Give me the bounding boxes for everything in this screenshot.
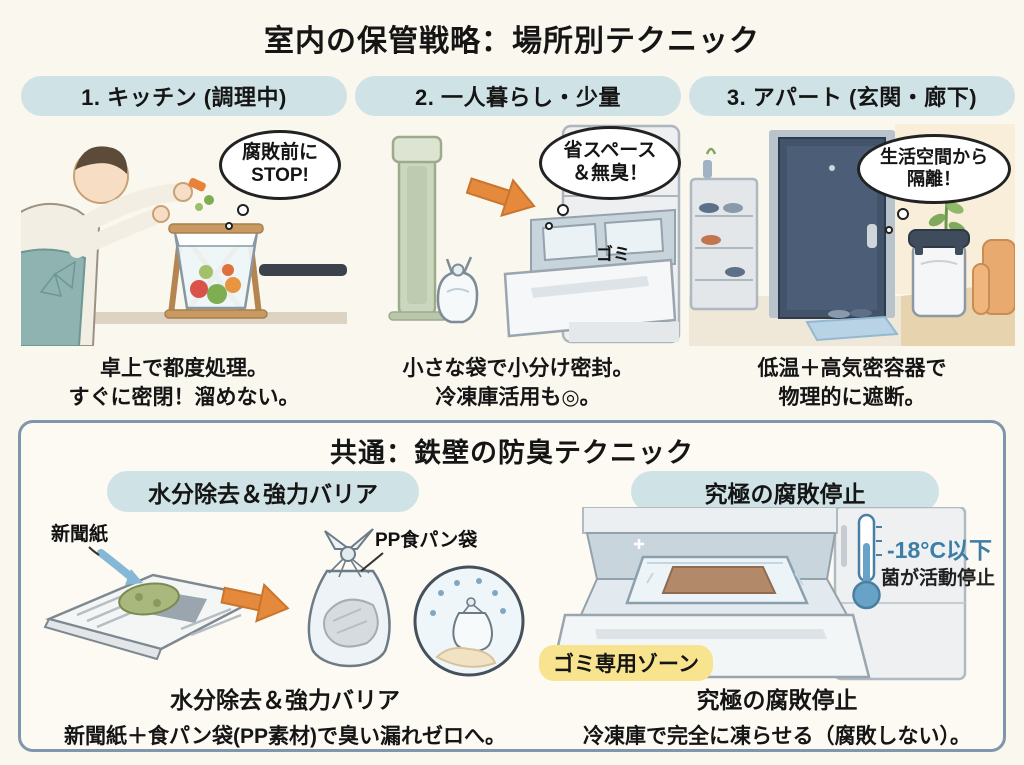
bubble-line: 省スペース <box>563 140 657 162</box>
caption-line: 新聞紙＋食パン袋(PP素材)で臭い漏れゼロへ。 <box>63 725 507 748</box>
caption-line: 卓上で都度処理。 <box>100 357 268 380</box>
thought-dot <box>885 226 893 234</box>
panel-single-living-header: 2. 一人暮らし・少量 <box>355 76 681 116</box>
panel-kitchen-header: 1. キッチン (調理中) <box>21 76 347 116</box>
drawer-gomi-label: ゴミ <box>596 245 630 264</box>
moisture-barrier-caption: 水分除去＆強力バリア 新聞紙＋食パン袋(PP素材)で臭い漏れゼロへ。 <box>25 681 545 750</box>
panel-kitchen: 1. キッチン (調理中) <box>21 76 347 420</box>
bubble-line: 生活空間から <box>880 147 988 168</box>
thought-dot <box>225 222 233 230</box>
panel-apartment-header: 3. アパート (玄関・廊下) <box>689 76 1015 116</box>
freeze-stop-caption: 究極の腐敗停止 冷凍庫で完全に凍らせる（腐敗しない）。 <box>551 681 1003 750</box>
thought-dot <box>897 208 909 220</box>
moisture-barrier-illustration: 新聞紙 PP食パン袋 <box>31 517 536 689</box>
sealed-trash-bin <box>908 229 970 318</box>
label-leader-line <box>360 552 384 572</box>
gomi-zone-tag: ゴミ専用ゾーン <box>539 645 713 681</box>
food-scrap <box>118 582 180 616</box>
bubble-line: 隔離！ <box>907 169 961 189</box>
odor-block-magnifier <box>413 565 525 677</box>
caption-line: 冷凍庫で完全に凍らせる（腐敗しない）。 <box>582 725 972 748</box>
thermometer-icon <box>852 513 882 610</box>
thought-bubble-kitchen: 腐敗前に STOP! <box>219 130 341 200</box>
panel-apartment-caption: 低温＋高気密容器で 物理的に遮断。 <box>689 354 1015 413</box>
kitchen-illustration-svg <box>21 146 347 346</box>
sofa <box>972 239 1015 315</box>
caption-line: 物理的に遮断。 <box>778 386 926 410</box>
pp-bread-bag <box>307 528 391 668</box>
arrow-into-paper-icon <box>97 549 143 585</box>
tabletop-bag-stand <box>164 223 268 319</box>
slim-bag-stand <box>388 135 448 321</box>
bubble-line: STOP! <box>251 165 309 186</box>
thought-dot <box>237 204 249 216</box>
moisture-barrier-svg <box>43 528 525 677</box>
thought-bubble-apartment: 生活空間から 隔離！ <box>857 134 1011 204</box>
freeze-stop-svg <box>549 505 967 681</box>
page-title: 室内の保管戦略：場所別テクニック <box>264 25 760 58</box>
thought-dot <box>545 222 553 230</box>
moisture-barrier-header: 水分除去＆強力バリア <box>107 471 419 512</box>
freeze-stop-header: 究極の腐敗停止 <box>631 471 939 512</box>
person-cooking <box>21 146 214 346</box>
arrow-right-icon <box>465 177 536 218</box>
bacteria-stop-note: 菌が活動停止 <box>881 568 996 589</box>
newspaper-label: 新聞紙 <box>51 524 109 545</box>
panel-kitchen-caption: 卓上で都度処理。 すぐに密閉！溜めない。 <box>21 354 347 413</box>
caption-line: 冷凍庫活用も◎。 <box>435 386 601 410</box>
vacuum-sealed-bag <box>625 539 809 605</box>
caption-line: 低温＋高気密容器で <box>757 357 947 380</box>
thought-dot <box>557 204 569 216</box>
kitchen-illustration <box>21 124 347 346</box>
panel-single-living: 2. 一人暮らし・少量 <box>355 76 681 420</box>
thought-bubble-single: 省スペース ＆無臭！ <box>539 126 681 200</box>
single-living-illustration-svg <box>388 124 681 344</box>
panel-apartment: 3. アパート (玄関・廊下) <box>689 76 1015 420</box>
small-sealed-bag <box>436 256 479 324</box>
arrow-right-icon <box>220 582 290 623</box>
temperature-label: -18°C以下 <box>887 537 993 563</box>
entry-mat <box>805 315 899 342</box>
caption-line: 究極の腐敗停止 <box>696 687 858 713</box>
bubble-line: ＆無臭！ <box>571 163 648 184</box>
common-box-title: 共通：鉄壁の防臭テクニック <box>330 438 694 468</box>
caption-line: すぐに密閉！溜めない。 <box>68 386 300 410</box>
single-living-illustration: ゴミ <box>355 124 681 346</box>
common-techniques-box: 共通：鉄壁の防臭テクニック 水分除去＆強力バリア 究極の腐敗停止 <box>18 420 1006 752</box>
panel-single-living-caption: 小さな袋で小分け密封。 冷凍庫活用も◎。 <box>355 354 681 413</box>
caption-line: 水分除去＆強力バリア <box>170 687 400 713</box>
shoe-cabinet <box>689 147 759 311</box>
freeze-stop-illustration: -18°C以下 菌が活動停止 ゴミ専用ゾーン <box>535 505 1005 687</box>
bubble-line: 腐敗前に <box>241 142 318 164</box>
pp-bag-label: PP食パン袋 <box>375 530 478 551</box>
label-leader-line <box>88 546 100 556</box>
caption-line: 小さな袋で小分け密封。 <box>402 357 634 380</box>
